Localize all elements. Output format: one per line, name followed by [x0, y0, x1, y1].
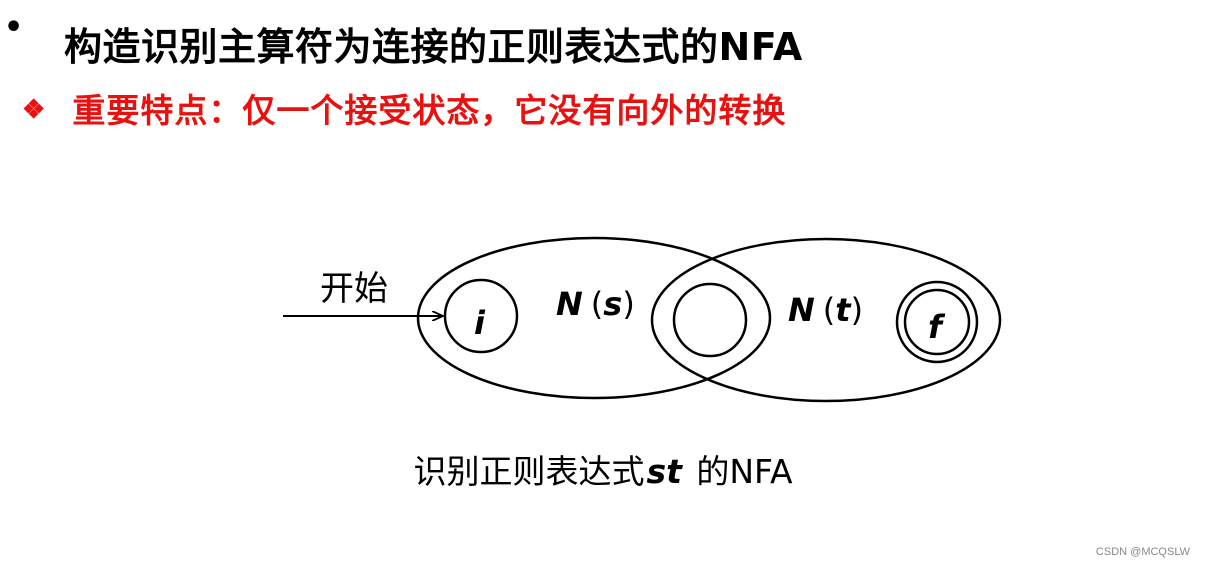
nt-open: ( — [823, 291, 835, 329]
shared-state — [672, 282, 748, 358]
title-bullet: • — [4, 10, 24, 45]
ns-letter: N — [556, 285, 583, 323]
ns-label: N(s) — [556, 285, 635, 323]
nt-var: t — [835, 291, 852, 329]
slide-title: 构造识别主算符为连接的正则表达式的NFA — [64, 25, 803, 69]
nt-label: N(t) — [788, 291, 863, 329]
subtitle-row: ❖ 重要特点：仅一个接受状态，它没有向外的转换 — [22, 84, 786, 132]
caption-italic: st — [646, 452, 682, 491]
subtitle-text: 重要特点：仅一个接受状态，它没有向外的转换 — [72, 91, 787, 130]
watermark: CSDN @MCQSLW — [1095, 546, 1190, 558]
state-f-inner — [903, 288, 971, 356]
nt-close: ) — [851, 291, 863, 329]
diamond-bullet-icon: ❖ — [22, 95, 47, 125]
state-i-label: i — [474, 304, 486, 342]
ns-open: ( — [591, 285, 603, 323]
nt-ellipse — [650, 237, 1002, 403]
ns-close: ) — [622, 285, 634, 323]
state-f-label: f — [928, 308, 946, 346]
start-label: 开始 — [320, 269, 388, 309]
ns-ellipse — [416, 236, 772, 400]
caption-suffix: 的NFA — [685, 452, 793, 491]
nt-letter: N — [788, 291, 815, 329]
caption-prefix: 识别正则表达式 — [413, 452, 645, 491]
state-f-outer — [895, 280, 979, 364]
ns-var: s — [603, 285, 622, 323]
state-i — [443, 278, 519, 354]
diagram-caption: 识别正则表达式st 的NFA — [0, 445, 1206, 493]
